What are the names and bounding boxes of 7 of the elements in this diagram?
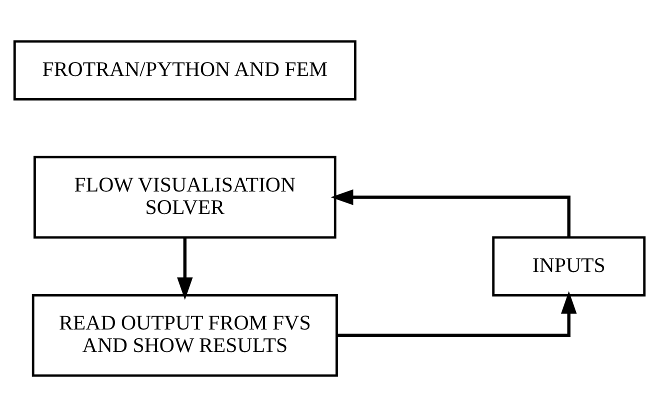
- node-box: FLOW VISUALISATION SOLVER: [34, 155, 336, 238]
- node-box: INPUTS: [492, 236, 646, 296]
- arrow: [177, 237, 193, 300]
- node-box: FROTRAN/PYTHON AND FEM: [13, 40, 356, 100]
- node-box: READ OUTPUT FROM FVS AND SHOW RESULTS: [32, 294, 338, 376]
- arrow: [337, 290, 577, 337]
- arrow: [330, 188, 570, 236]
